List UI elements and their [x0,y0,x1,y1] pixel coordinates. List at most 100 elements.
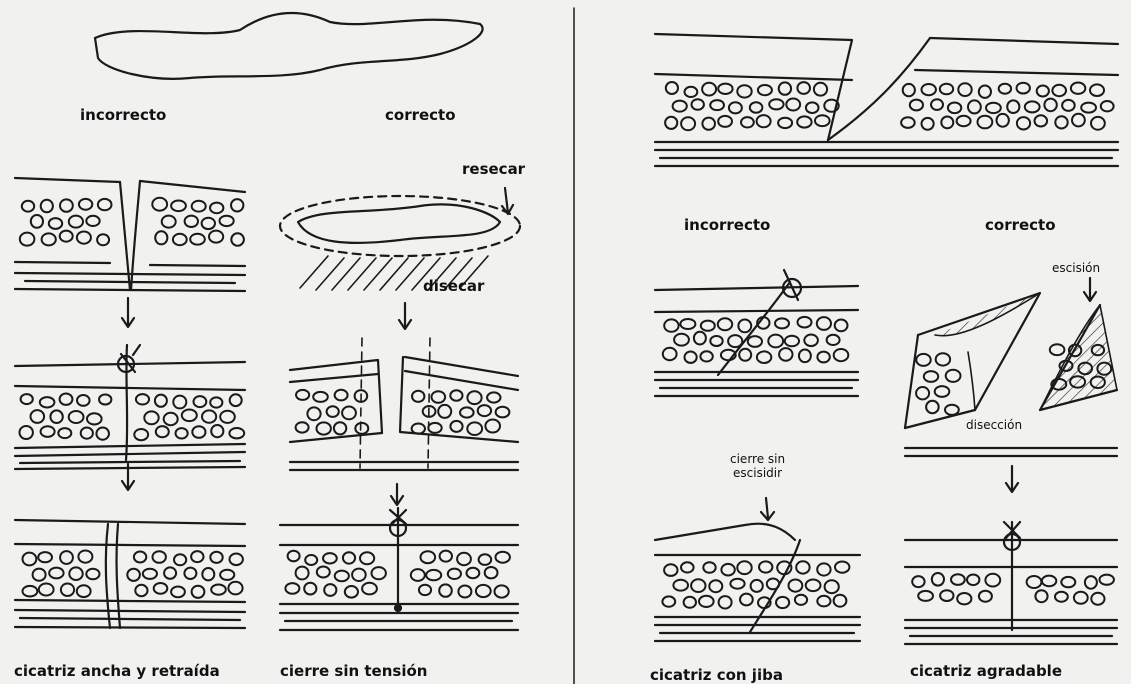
fat-cell [335,390,348,401]
fat-cell [1055,116,1067,128]
fat-cell [701,321,715,331]
fat-cell [835,562,849,573]
fat-cell [718,116,732,127]
caption-hump-scar: cicatriz con jiba [650,666,783,684]
fat-cell [162,216,176,228]
fat-cell [487,392,500,402]
fat-cell [1101,101,1114,111]
fat-cell [426,570,441,580]
fat-cell [806,102,819,113]
fat-cell [313,392,328,402]
fat-cell [922,84,936,95]
fat-cell [985,574,1000,587]
fat-cell [798,317,812,328]
fat-cell [60,199,73,211]
fat-cell [411,569,425,581]
fat-cell [135,585,147,596]
fat-cell [702,118,715,130]
fat-cell [948,103,961,114]
caption-tension-free-closure: cierre sin tensión [280,662,427,680]
fat-cell [1044,99,1056,112]
fat-cell [20,426,33,439]
label-disecar: disecar [423,277,484,295]
fat-cell [779,82,791,94]
fat-cell [729,102,742,113]
fat-cell [202,568,214,580]
fat-cell [69,411,84,423]
fat-cell [230,554,243,566]
excision-dashed-oval [280,188,520,256]
fat-cell [1035,115,1048,126]
fat-cell [211,425,223,437]
fat-cell [834,349,849,361]
fat-cell [41,426,55,437]
fat-cell [355,423,368,434]
fat-cell [778,118,792,128]
fat-cell [1052,85,1066,96]
fat-cell [496,552,510,563]
fat-cell [1017,83,1030,94]
fat-cell [164,567,176,578]
fat-cell [343,552,355,563]
fat-cell [663,348,677,360]
fat-cell [360,552,374,564]
fat-cell [49,568,63,579]
fat-cell [450,421,462,432]
fat-cell [458,586,471,598]
fat-cell [681,562,694,572]
fat-cell [288,551,300,562]
fat-cell [296,567,309,580]
fat-cell [795,595,807,605]
fat-cell [710,100,724,110]
fat-cell [345,586,358,598]
fat-cell [87,413,102,424]
fat-cell [412,391,424,402]
fat-cell [1072,114,1085,127]
fat-cell [42,233,56,245]
fat-cell [979,591,992,602]
fat-cell [86,569,99,580]
fat-cell [827,335,840,345]
fat-cell [946,370,961,382]
fat-cell [96,428,109,440]
fat-cell [81,428,93,439]
fat-cell [335,571,349,582]
fat-cell [673,101,687,112]
fat-cell [769,99,783,109]
fat-cell [785,336,799,347]
fat-cell [700,351,712,361]
fat-cell [901,117,915,128]
fat-cell [192,586,205,598]
fat-cell [968,100,981,113]
fat-cell [817,317,831,330]
fat-cell [40,397,55,407]
fat-cell [1090,84,1104,96]
fat-cell [1042,576,1056,587]
fat-cell [210,552,222,563]
fat-cell [718,84,732,94]
fat-cell [835,320,848,332]
fat-cell [978,116,993,129]
fat-cell [926,401,939,413]
fat-cell [31,215,43,228]
fat-cell [428,423,441,433]
fat-cell [153,551,166,563]
fat-cell [665,117,677,129]
fat-cell [97,234,109,245]
fat-cell [156,426,169,437]
fat-cell [797,116,811,127]
fat-cell [78,551,92,563]
fat-cell [22,201,34,212]
fat-cell [467,568,480,578]
fat-cell [797,82,810,94]
fat-cell [192,426,205,438]
fat-cell [61,584,74,596]
fat-cell [1037,86,1049,97]
label-incorrect-top-left: incorrecto [80,106,166,124]
fat-cell [438,405,451,418]
fat-cell [220,411,235,423]
fat-cell [786,99,800,111]
fat-cell [307,407,320,420]
fat-cell [211,585,226,595]
